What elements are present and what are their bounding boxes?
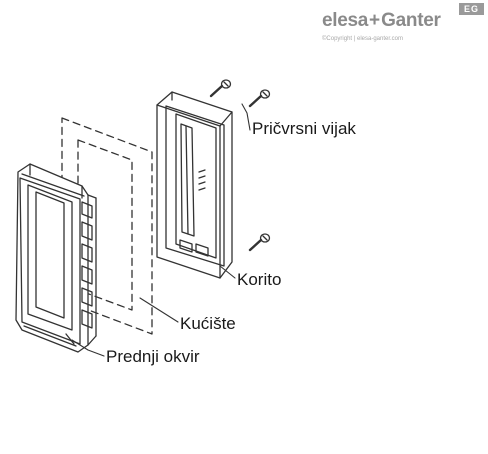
eg-badge: EG (459, 3, 484, 15)
copyright-text: ©Copyright | elesa-ganter.com (322, 36, 404, 42)
label-screw: Pričvrsni vijak (252, 119, 356, 138)
brand-logo: elesa + Ganter (322, 10, 441, 34)
label-front-frame: Prednji okvir (106, 347, 200, 366)
leader-tray (219, 265, 236, 279)
label-housing: Kućište (180, 314, 236, 333)
brand-plus: + (369, 10, 381, 31)
leader-screw (241, 103, 251, 131)
front-frame-drawing (15, 163, 97, 353)
leader-housing (139, 297, 179, 323)
label-tray: Korito (237, 270, 282, 289)
brand-ganter: Ganter (381, 10, 441, 31)
brand-elesa: elesa (322, 10, 369, 31)
screw-bottom (248, 233, 271, 252)
leader-lines (71, 103, 251, 357)
screw-top-right (248, 89, 271, 108)
screw-top-left (209, 79, 232, 98)
leader-front-frame (71, 339, 105, 357)
tray-drawing (156, 91, 233, 279)
